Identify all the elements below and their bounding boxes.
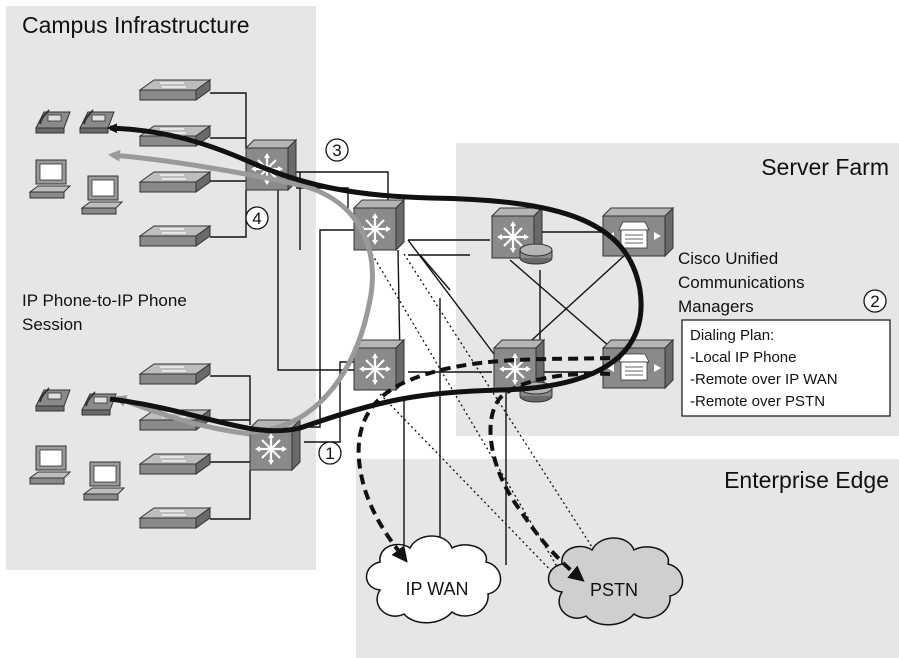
dark-signal-path [107, 123, 644, 434]
server-farm-title: Server Farm [761, 154, 889, 180]
dialing-plan-box [681, 319, 891, 417]
workstation-icon [81, 175, 123, 215]
workstation-icon [29, 159, 71, 199]
campus-title: Campus Infrastructure [22, 12, 250, 38]
access-switch-icon [139, 171, 211, 193]
physical-links [210, 92, 626, 581]
dialing-plan-title: Dialing Plan: [690, 327, 774, 344]
svg-text:2: 2 [870, 292, 879, 311]
cloud-icon [547, 537, 684, 626]
dialing-plan-item: -Remote over PSTN [690, 393, 825, 410]
session-label: IP Phone-to-IP Phone [22, 291, 187, 310]
svg-text:4: 4 [252, 209, 261, 228]
session-label-2: Session [22, 315, 82, 334]
cucm-label: Cisco Unified [678, 249, 778, 268]
ip-wan-label: IP WAN [405, 579, 468, 599]
cucm-label-3: Managers [678, 297, 754, 316]
access-switch-icon [139, 363, 211, 385]
gray-media-path [108, 149, 375, 435]
access-switch-icon [139, 225, 211, 247]
dialing-plan-item: -Local IP Phone [690, 349, 796, 366]
workstation-icon [83, 461, 125, 501]
step-marker-4: 4 [245, 206, 269, 230]
workstation-icon [29, 445, 71, 485]
router-icon [519, 243, 553, 265]
access-switch-icon [139, 79, 211, 101]
pstn-label: PSTN [590, 580, 638, 600]
svg-text:1: 1 [325, 444, 334, 463]
pstn-dashed-path [488, 371, 611, 582]
cucm-label-2: Communications [678, 273, 805, 292]
step-marker-2: 2 [863, 289, 887, 313]
svg-text:3: 3 [332, 141, 341, 160]
access-switch-icon [139, 507, 211, 529]
multilayer-switch-icon [352, 338, 406, 392]
dialing-plan-item: -Remote over IP WAN [690, 371, 838, 388]
enterprise-edge-title: Enterprise Edge [724, 467, 889, 493]
call-manager-icon [602, 207, 674, 257]
step-marker-1: 1 [318, 441, 342, 465]
ipwan-dashed-path [356, 356, 611, 563]
step-marker-3: 3 [325, 138, 349, 162]
access-switch-icon [139, 453, 211, 475]
